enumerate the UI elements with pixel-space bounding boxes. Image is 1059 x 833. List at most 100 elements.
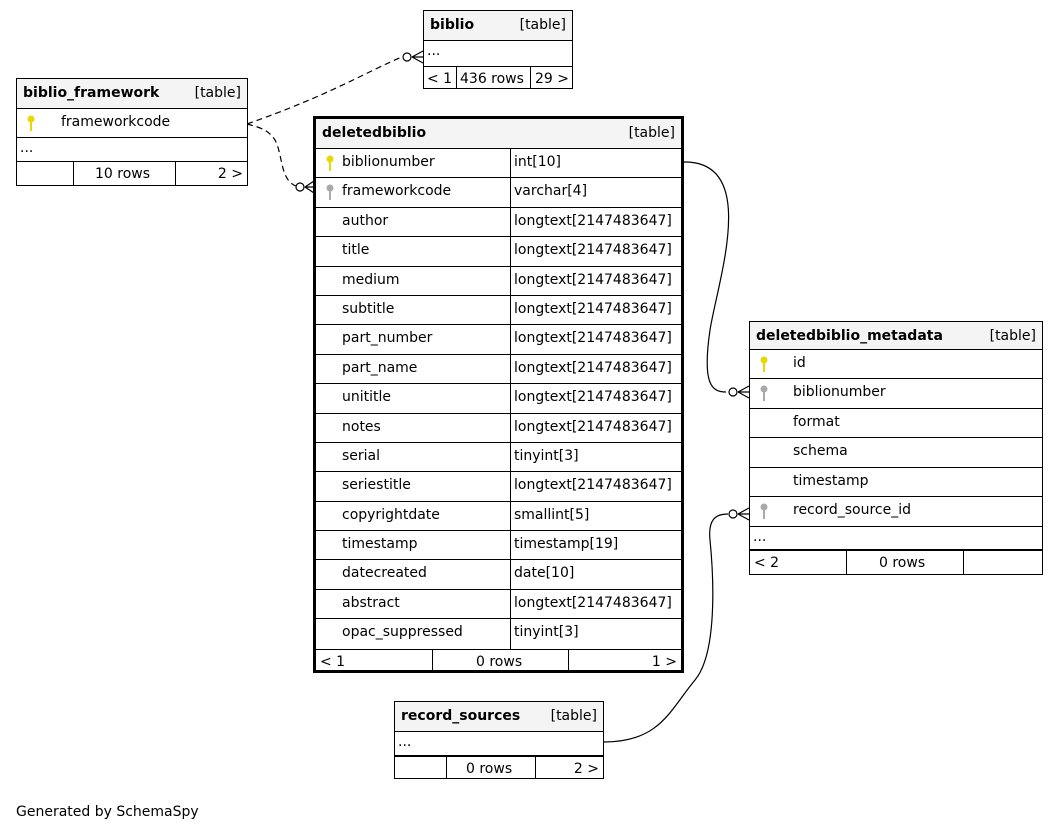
column-name: opac_suppressed — [342, 624, 463, 641]
table-name: deletedbiblio — [322, 125, 427, 141]
optional-marker — [295, 182, 305, 192]
column-row: timestamp — [750, 468, 1042, 497]
column-name: notes — [342, 418, 381, 435]
ellipsis: ... — [427, 43, 441, 59]
column-list: biblionumber int[10] frameworkcode varchar[… — [316, 149, 681, 649]
crowfoot-marker — [304, 180, 315, 194]
crowfoot-marker — [737, 385, 750, 399]
column-name: biblionumber — [793, 384, 886, 401]
crowfoot-marker — [737, 507, 750, 521]
footer-row-count: 0 rows — [879, 555, 926, 572]
column-name: copyrightdate — [342, 506, 440, 523]
column-name: frameworkcode — [342, 183, 452, 200]
column-row: part_name longtext[2147483647] — [316, 354, 681, 385]
footer-row-count: 0 rows — [466, 761, 513, 777]
column-type: longtext[2147483647] — [514, 389, 672, 406]
footer-children: 2 > — [573, 761, 599, 777]
table-biblio[interactable]: biblio [table] ... < 1 436 rows 29 > — [423, 10, 573, 89]
column-type: int[10] — [514, 154, 561, 170]
table-header: biblio [table] — [424, 11, 572, 41]
column-row: part_number longtext[2147483647] — [316, 325, 681, 355]
table-header: record_sources [table] — [395, 702, 603, 732]
column-row: abstract longtext[2147483647] — [316, 589, 681, 620]
table-name: biblio — [430, 17, 475, 33]
column-name: abstract — [342, 594, 400, 611]
footer-children: 1 > — [651, 653, 677, 670]
table-biblio-framework[interactable]: biblio_framework [table] frameworkcode .… — [16, 78, 248, 186]
column-name: datecreated — [342, 565, 427, 582]
column-row: copyrightdate smallint[5] — [316, 501, 681, 532]
table-header: deletedbiblio_metadata [table] — [750, 322, 1042, 350]
column-row: schema — [750, 438, 1042, 468]
column-row: format — [750, 409, 1042, 439]
column-name: unititle — [342, 389, 392, 406]
footer-row-count: 0 rows — [476, 653, 523, 670]
column-row: unititle longtext[2147483647] — [316, 384, 681, 414]
table-deletedbiblio[interactable]: deletedbiblio [table] biblionumber int[10… — [313, 116, 684, 673]
column-name: record_source_id — [793, 501, 911, 518]
column-type: date[10] — [514, 565, 575, 582]
primary-key-icon — [27, 115, 35, 131]
ellipsis: ... — [398, 734, 412, 750]
column-type: smallint[5] — [514, 506, 590, 523]
table-name: record_sources — [401, 708, 521, 724]
foreign-key-icon — [760, 385, 768, 402]
ellipsis-row: ... — [750, 526, 1042, 551]
table-deletedbiblio-metadata[interactable]: deletedbiblio_metadata [table] id biblion… — [749, 321, 1043, 575]
foreign-key-icon — [760, 503, 768, 519]
column-type: timestamp[19] — [514, 536, 619, 553]
column-row: timestamp timestamp[19] — [316, 531, 681, 561]
table-name: deletedbiblio_metadata — [756, 328, 943, 344]
column-name: part_name — [342, 359, 418, 376]
ellipsis: ... — [20, 140, 34, 156]
column-name: medium — [342, 271, 400, 288]
ellipsis-row: ... — [424, 41, 572, 67]
column-type: longtext[2147483647] — [514, 418, 672, 435]
link-biblio-framework-to-deletedbiblio — [246, 123, 297, 187]
column-type: longtext[2147483647] — [514, 330, 672, 347]
footer-credit: Generated by SchemaSpy — [16, 804, 199, 820]
ellipsis-row: ... — [395, 732, 603, 756]
table-tag: [table] — [989, 328, 1036, 344]
crowfoot-marker — [411, 50, 424, 64]
table-footer: < 2 0 rows — [750, 550, 1042, 575]
column-row: frameworkcode varchar[4] — [316, 178, 681, 208]
column-type: longtext[2147483647] — [514, 594, 672, 611]
column-name: timestamp — [342, 536, 418, 553]
table-record-sources[interactable]: record_sources [table] ... 0 rows 2 > — [394, 701, 604, 779]
column-name: id — [793, 355, 806, 371]
table-footer: 10 rows 2 > — [17, 162, 247, 185]
column-row: record_source_id — [750, 497, 1042, 526]
footer-parents: < 1 — [427, 71, 453, 87]
table-header: deletedbiblio [table] — [316, 119, 681, 149]
column-type: longtext[2147483647] — [514, 359, 672, 376]
column-name: timestamp — [793, 472, 869, 489]
table-tag: [table] — [194, 85, 241, 101]
optional-marker — [402, 52, 412, 62]
column-type: longtext[2147483647] — [514, 477, 672, 494]
column-name: author — [342, 212, 389, 229]
table-footer: < 1 436 rows 29 > — [424, 67, 572, 88]
link-biblio-framework-to-biblio — [246, 56, 403, 125]
column-row: biblionumber int[10] — [316, 149, 681, 179]
foreign-key-icon — [326, 184, 334, 201]
footer-children: 2 > — [217, 166, 243, 182]
optional-marker — [728, 387, 738, 397]
optional-marker — [728, 509, 738, 519]
column-row: frameworkcode — [17, 109, 247, 138]
primary-key-icon — [326, 155, 334, 171]
column-name: subtitle — [342, 300, 395, 317]
table-header: biblio_framework [table] — [17, 79, 247, 109]
column-name: biblionumber — [342, 154, 435, 170]
column-type: longtext[2147483647] — [514, 242, 672, 259]
column-name: part_number — [342, 330, 433, 347]
table-tag: [table] — [550, 708, 597, 724]
column-type: varchar[4] — [514, 183, 588, 200]
